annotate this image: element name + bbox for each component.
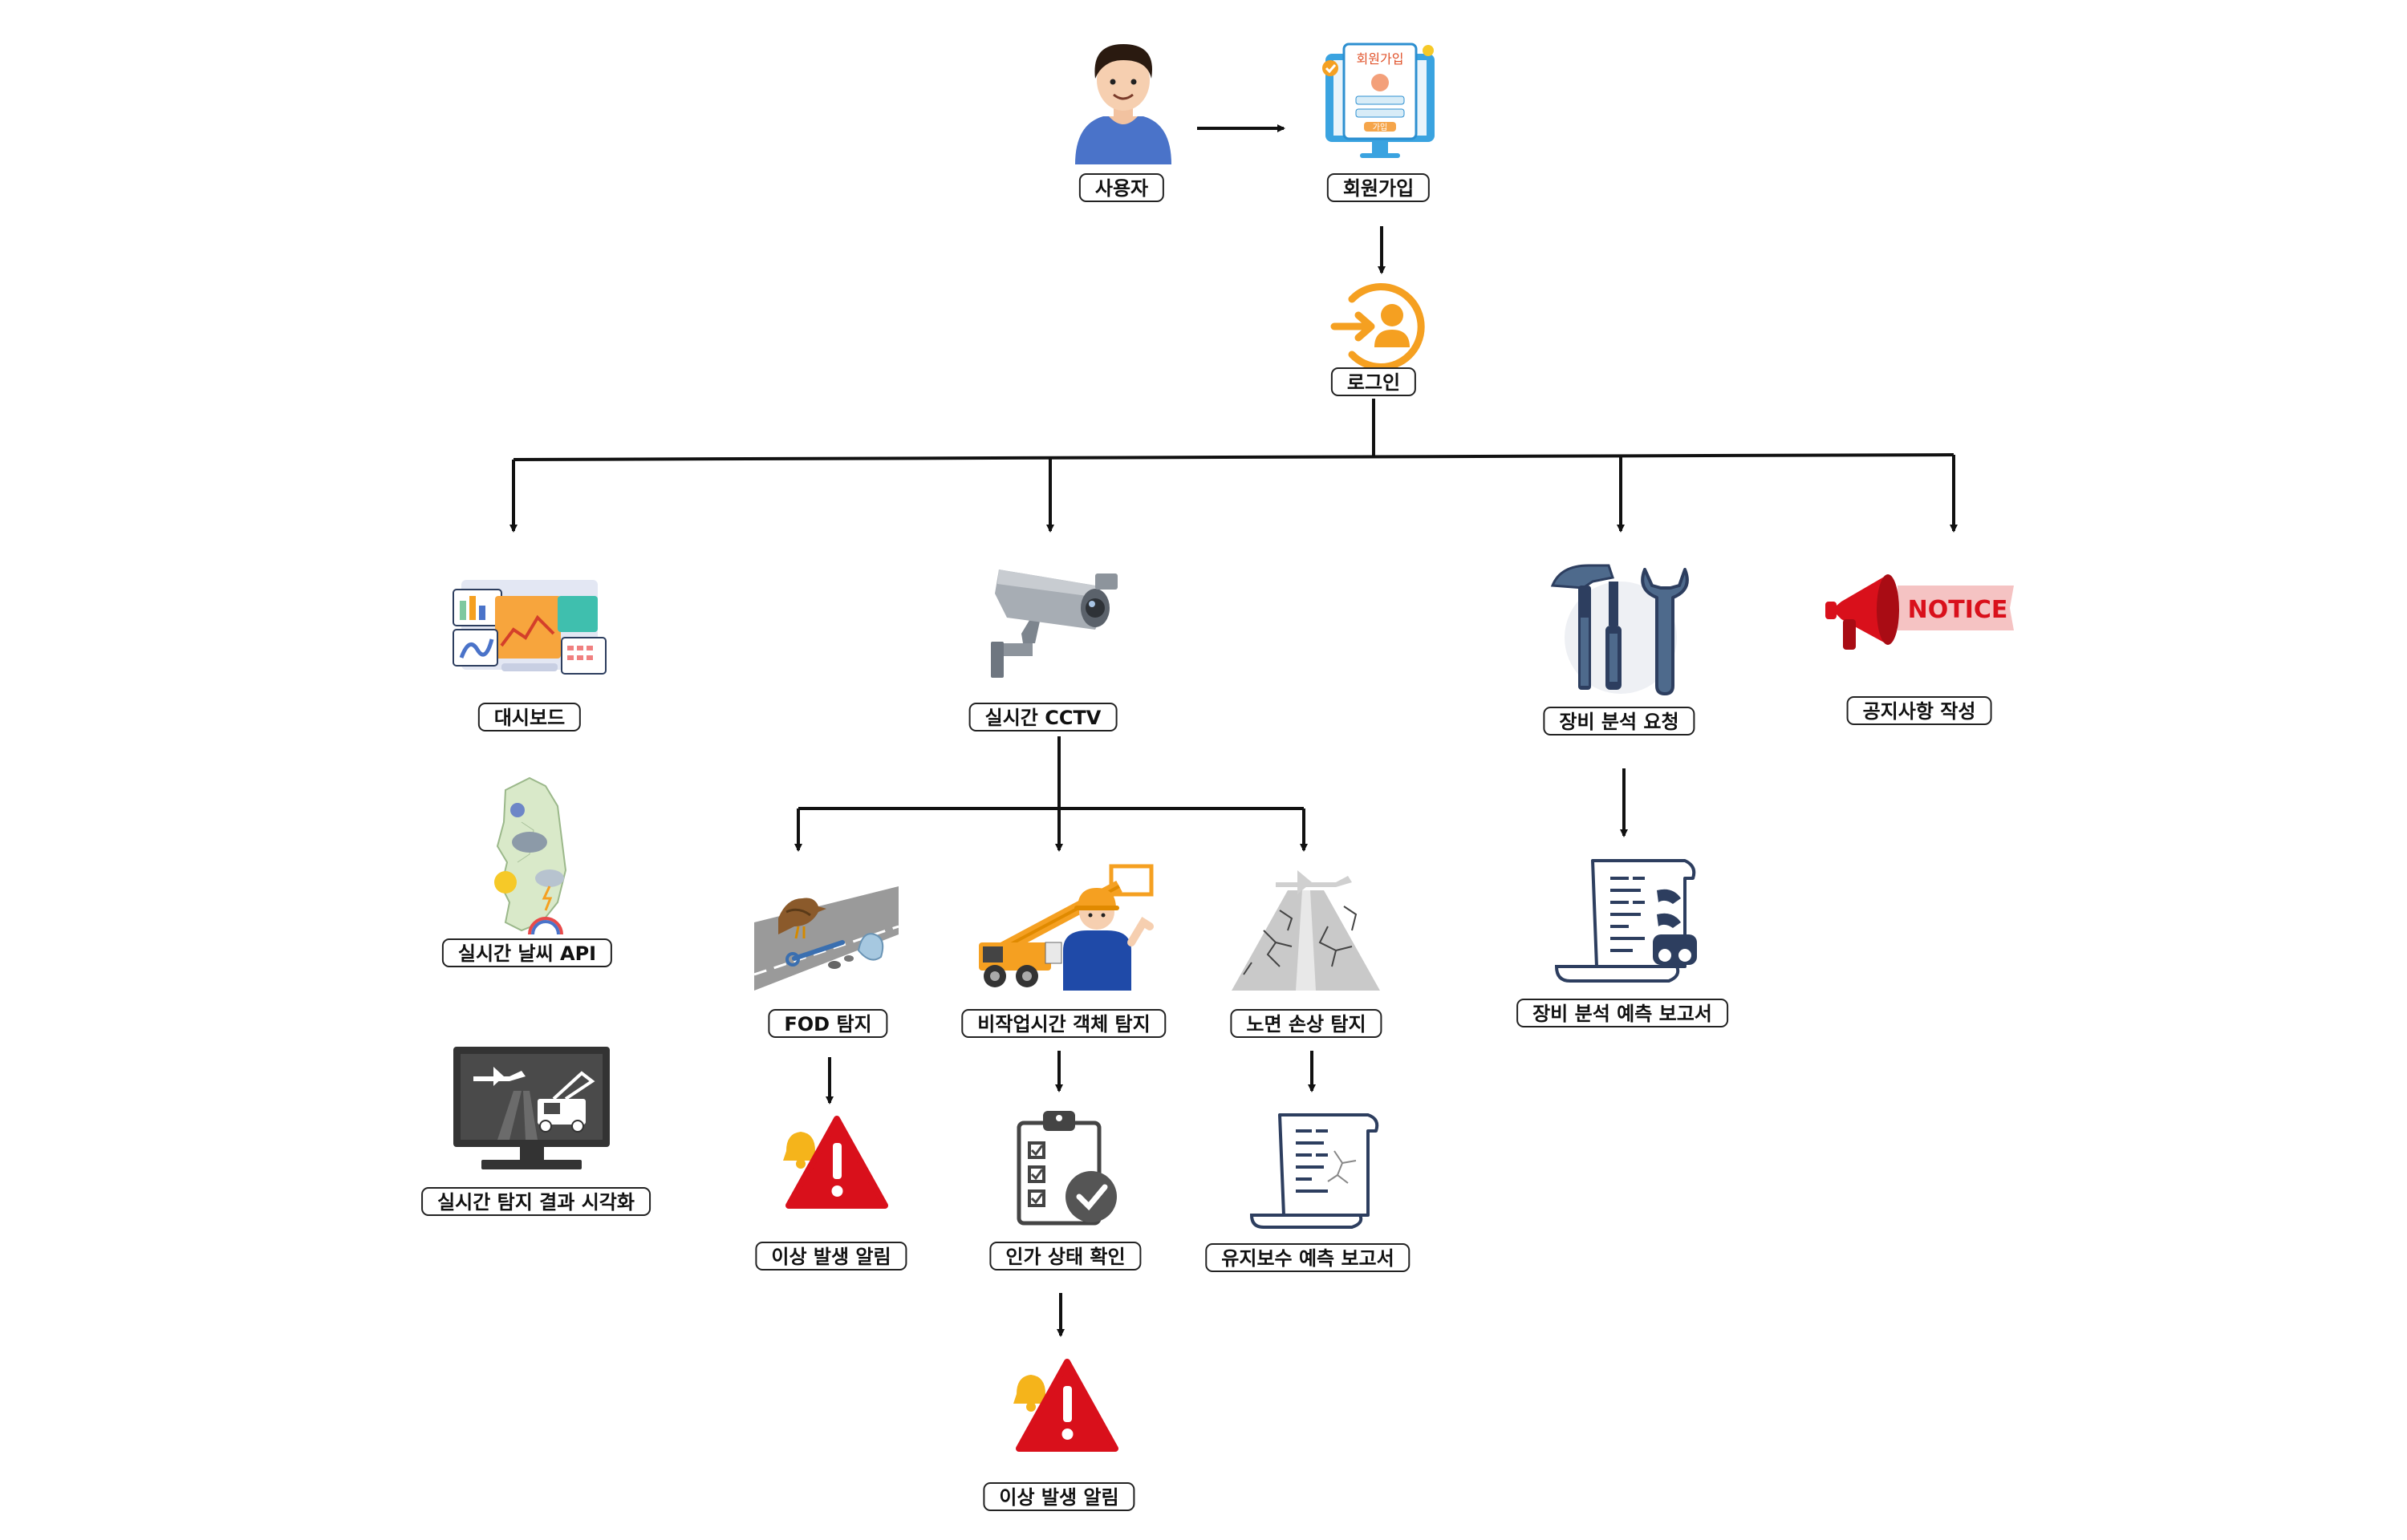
user-person-icon xyxy=(1075,44,1171,164)
cctv-camera-icon xyxy=(991,569,1118,678)
label-pavement: 노면 손상 탐지 xyxy=(1230,1009,1382,1038)
login-icon xyxy=(1330,283,1425,371)
alert-warning-icon xyxy=(783,1116,888,1209)
label-maintenance-report: 유지보수 예측 보고서 xyxy=(1205,1243,1411,1272)
label-signup: 회원가입 xyxy=(1326,173,1431,202)
label-visualization: 실시간 탐지 결과 시각화 xyxy=(421,1187,651,1216)
pavement-crack-icon xyxy=(1232,870,1380,991)
label-human-check: 인가 상태 확인 xyxy=(989,1242,1142,1270)
label-equipment-request: 장비 분석 요청 xyxy=(1543,707,1695,736)
label-weather: 실시간 날씨 API xyxy=(441,938,613,967)
label-alert-2: 이상 발생 알림 xyxy=(983,1482,1135,1511)
label-user: 사용자 xyxy=(1078,173,1165,202)
label-fod: FOD 탐지 xyxy=(768,1009,888,1038)
visualization-monitor-icon xyxy=(453,1047,610,1169)
signup-form-icon: 회원가입 가입 xyxy=(1322,43,1435,158)
label-nonwork: 비작업시간 객체 탐지 xyxy=(961,1009,1167,1038)
signup-button-text: 가입 xyxy=(1373,122,1387,132)
tools-icon xyxy=(1550,564,1689,695)
label-dashboard: 대시보드 xyxy=(477,703,582,732)
equipment-report-icon xyxy=(1554,859,1697,983)
edge-branch-bar xyxy=(513,453,1954,461)
label-notice: 공지사항 작성 xyxy=(1846,696,1992,725)
notice-banner-text: NOTICE xyxy=(1908,596,2008,624)
label-equipment-report: 장비 분석 예측 보고서 xyxy=(1516,999,1728,1027)
signup-screen-text: 회원가입 xyxy=(1357,51,1404,67)
checklist-icon xyxy=(1017,1111,1117,1226)
weather-map-icon xyxy=(494,776,567,935)
maintenance-report-icon xyxy=(1249,1113,1379,1229)
dashboard-icon xyxy=(453,580,607,675)
fod-debris-icon xyxy=(754,886,899,991)
alert-warning-icon-2 xyxy=(1013,1359,1118,1452)
crane-worker-icon xyxy=(979,864,1154,991)
label-login: 로그인 xyxy=(1330,367,1417,396)
notice-megaphone-icon: NOTICE xyxy=(1825,574,2014,650)
label-cctv: 실시간 CCTV xyxy=(968,703,1118,732)
label-alert-1: 이상 발생 알림 xyxy=(755,1242,907,1270)
